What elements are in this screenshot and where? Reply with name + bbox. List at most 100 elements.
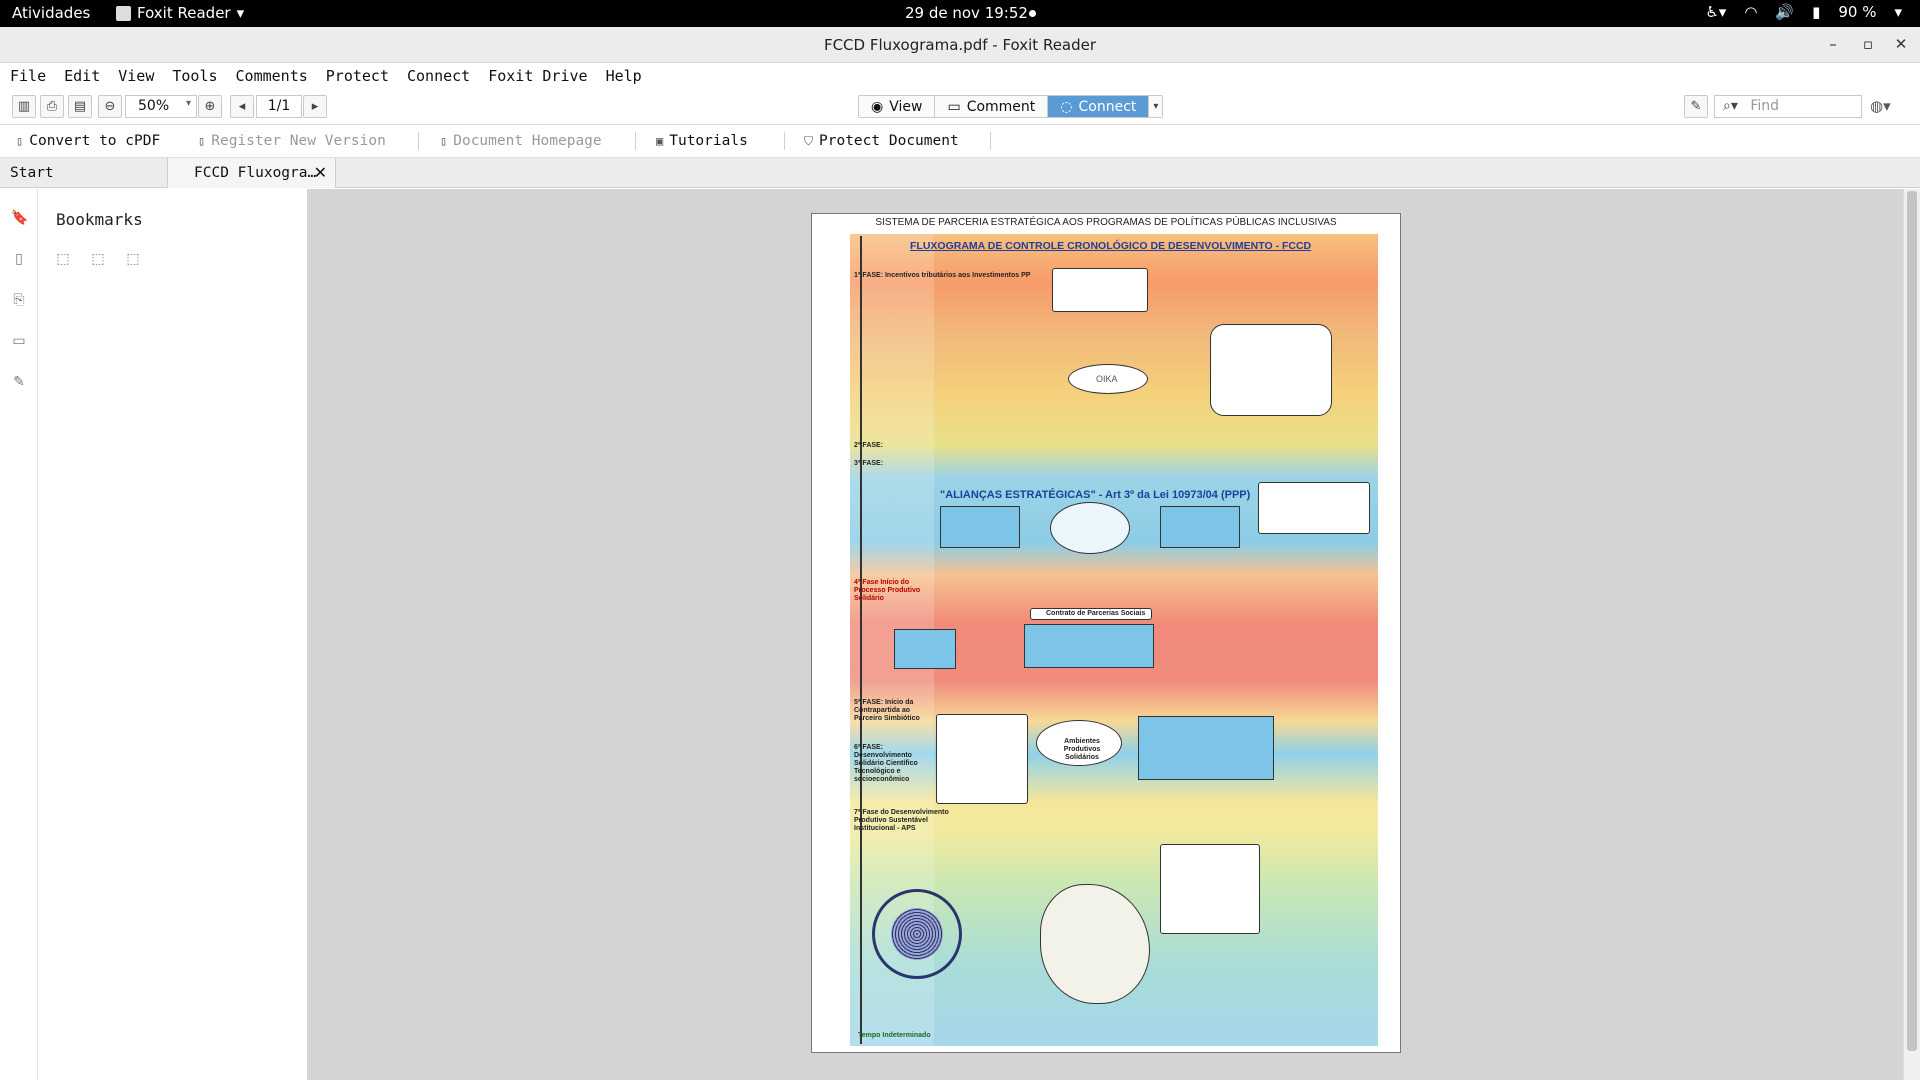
partners-box bbox=[1024, 624, 1154, 668]
phase-2-label: 2ª FASE: bbox=[854, 442, 884, 449]
battery-icon: ▮ bbox=[1812, 3, 1821, 21]
scrollbar-thumb[interactable] bbox=[1907, 191, 1917, 1051]
app-menu[interactable]: Foxit Reader ▾ bbox=[116, 4, 244, 22]
protect-document-button[interactable]: ⛉ Protect Document bbox=[804, 133, 959, 149]
bookmark-options-icon[interactable]: ⬚ bbox=[126, 251, 140, 267]
homepage-icon: ▯ bbox=[440, 134, 448, 148]
tab-start[interactable]: Start bbox=[0, 158, 168, 188]
menu-file[interactable]: File bbox=[10, 67, 47, 85]
comment-icon: ▭ bbox=[947, 99, 961, 115]
poster-title: FLUXOGRAMA DE CONTROLE CRONOLÓGICO DE DE… bbox=[910, 240, 1312, 252]
bookmarks-panel: Bookmarks ⬚ ⬚ ⬚ bbox=[38, 189, 308, 1080]
sidebar-toggle-icon[interactable]: ▥ bbox=[12, 95, 36, 118]
menu-comments[interactable]: Comments bbox=[235, 67, 308, 85]
close-icon[interactable]: ✕ bbox=[313, 163, 327, 182]
volume-icon: 🔊 bbox=[1775, 3, 1795, 21]
clock[interactable]: 29 de nov 19:52 bbox=[905, 4, 1028, 22]
document-header: SISTEMA DE PARCERIA ESTRATÉGICA AOS PROG… bbox=[875, 217, 1337, 228]
view-mode-button[interactable]: ◉ View bbox=[859, 96, 936, 117]
connect-mode-button[interactable]: ◌ Connect bbox=[1048, 96, 1150, 117]
zoom-select[interactable]: 50% ▾ bbox=[125, 95, 197, 118]
phase-7-label: 7ª Fase do Desenvolvimento Produtivo Sus… bbox=[854, 809, 949, 832]
minimize-button[interactable]: – bbox=[1829, 35, 1837, 53]
vertical-scrollbar[interactable] bbox=[1903, 189, 1920, 1080]
phase-5-label: 5ª FASE: Início da Contrapartida ao Parc… bbox=[854, 699, 920, 722]
zoom-out-icon[interactable]: ⊖ bbox=[98, 95, 122, 118]
add-bookmark-icon[interactable]: ⬚ bbox=[56, 251, 70, 267]
public-institutions-box bbox=[940, 506, 1020, 548]
menu-view[interactable]: View bbox=[118, 67, 155, 85]
wifi-icon: ◠ bbox=[1744, 3, 1758, 21]
comment-mode-button[interactable]: ▭ Comment bbox=[935, 96, 1049, 117]
conclusion-box bbox=[1160, 844, 1260, 934]
timeline-line bbox=[860, 236, 862, 1044]
tempo-indeterminado-label: Tempo Indeterminado bbox=[858, 1032, 931, 1039]
register-icon: ▯ bbox=[198, 134, 206, 148]
highlight-pen-icon[interactable]: ✎ bbox=[1684, 95, 1708, 118]
private-institutions-box bbox=[1160, 506, 1240, 548]
activities-button[interactable]: Atividades bbox=[12, 4, 91, 22]
document-icon: ▯ bbox=[16, 134, 24, 148]
homepage-label: Document Homepage bbox=[453, 133, 602, 149]
separator bbox=[635, 132, 636, 150]
menu-tools[interactable]: Tools bbox=[172, 67, 218, 85]
phase-1-label: 1ª FASE: Incentivos tributários aos Inve… bbox=[854, 272, 1031, 279]
separator bbox=[784, 132, 785, 150]
pages-icon[interactable]: ▯ bbox=[15, 251, 23, 267]
accessibility-icon[interactable]: ♿▾ bbox=[1705, 3, 1727, 21]
page-number-field[interactable]: 1/1 bbox=[256, 95, 302, 118]
menu-edit[interactable]: Edit bbox=[64, 67, 101, 85]
presidency-seal bbox=[872, 889, 962, 979]
menu-connect[interactable]: Connect bbox=[407, 67, 471, 85]
menu-protect[interactable]: Protect bbox=[325, 67, 389, 85]
phase-4-label: 4ª Fase Início do Processo Produtivo Sol… bbox=[854, 579, 921, 602]
chevron-down-icon: ▾ bbox=[1894, 3, 1902, 21]
find-input[interactable]: ⌕▾ Find bbox=[1714, 95, 1862, 118]
app-menu-label: Foxit Reader bbox=[137, 4, 231, 22]
next-page-icon[interactable]: ▸ bbox=[303, 95, 327, 118]
register-label: Register New Version bbox=[211, 133, 386, 149]
zoom-in-icon[interactable]: ⊕ bbox=[198, 95, 222, 118]
seal-center bbox=[891, 908, 943, 960]
remove-bookmark-icon[interactable]: ⬚ bbox=[91, 251, 105, 267]
admin-sensor-box bbox=[1138, 716, 1274, 780]
print-icon[interactable]: ⎙ bbox=[40, 95, 64, 118]
tutorials-button[interactable]: ▣ Tutorials bbox=[656, 133, 748, 149]
maximize-button[interactable]: ▫ bbox=[1862, 35, 1874, 53]
convert-to-cpdf-button[interactable]: ▯ Convert to cPDF bbox=[16, 133, 160, 149]
menu-foxit-drive[interactable]: Foxit Drive bbox=[488, 67, 588, 85]
bookmarks-title: Bookmarks bbox=[56, 210, 143, 229]
main-toolbar: ▥ ⎙ ▤ ⊖ 50% ▾ ⊕ ◂ 1/1 ▸ ◉ View ▭ Comment… bbox=[0, 89, 1920, 125]
save-icon[interactable]: ▤ bbox=[68, 95, 92, 118]
tab-document-label: FCCD Fluxogra… bbox=[194, 165, 317, 181]
mode-dropdown-button[interactable]: ▾ bbox=[1149, 96, 1163, 117]
attachment-icon[interactable]: ⎘ bbox=[13, 292, 25, 308]
process-box bbox=[936, 714, 1028, 804]
separator bbox=[990, 132, 991, 150]
contrato-box bbox=[1030, 608, 1152, 620]
tutorials-icon: ▣ bbox=[656, 134, 664, 148]
foxit-app-icon bbox=[116, 5, 131, 21]
bookmark-icon[interactable]: 🔖 bbox=[11, 210, 29, 226]
system-top-bar: Atividades Foxit Reader ▾ 29 de nov 19:5… bbox=[0, 0, 1920, 27]
brazil-map bbox=[1040, 884, 1150, 1004]
document-homepage-button[interactable]: ▯ Document Homepage bbox=[440, 133, 602, 149]
signature-panel-icon[interactable]: ✎ bbox=[13, 374, 25, 390]
separator bbox=[418, 132, 419, 150]
menu-help[interactable]: Help bbox=[605, 67, 642, 85]
phase-6-label: 6ª FASE: Desenvolvimento Solidário Cient… bbox=[854, 744, 918, 783]
ambientes-oval bbox=[1036, 720, 1122, 766]
pdf-page[interactable]: SISTEMA DE PARCERIA ESTRATÉGICA AOS PROG… bbox=[811, 213, 1401, 1053]
navigation-panel-strip: 🔖 ▯ ⎘ ▭ ✎ bbox=[0, 189, 38, 1080]
civil-society-oval bbox=[1050, 502, 1130, 554]
connect-toolbar: ▯ Convert to cPDF ▯ Register New Version… bbox=[0, 126, 1920, 156]
account-icon[interactable]: ◍▾ bbox=[1870, 97, 1891, 115]
comments-panel-icon[interactable]: ▭ bbox=[12, 333, 26, 349]
system-tray[interactable]: ♿▾ ◠ 🔊 ▮ 90 % ▾ bbox=[1705, 3, 1902, 21]
shield-icon: ⛉ bbox=[804, 133, 814, 148]
find-placeholder: Find bbox=[1750, 98, 1780, 114]
close-window-button[interactable]: ✕ bbox=[1894, 35, 1908, 53]
register-new-version-button[interactable]: ▯ Register New Version bbox=[198, 133, 386, 149]
tab-document[interactable]: FCCD Fluxogra… ✕ bbox=[168, 158, 336, 188]
previous-page-icon[interactable]: ◂ bbox=[230, 95, 254, 118]
